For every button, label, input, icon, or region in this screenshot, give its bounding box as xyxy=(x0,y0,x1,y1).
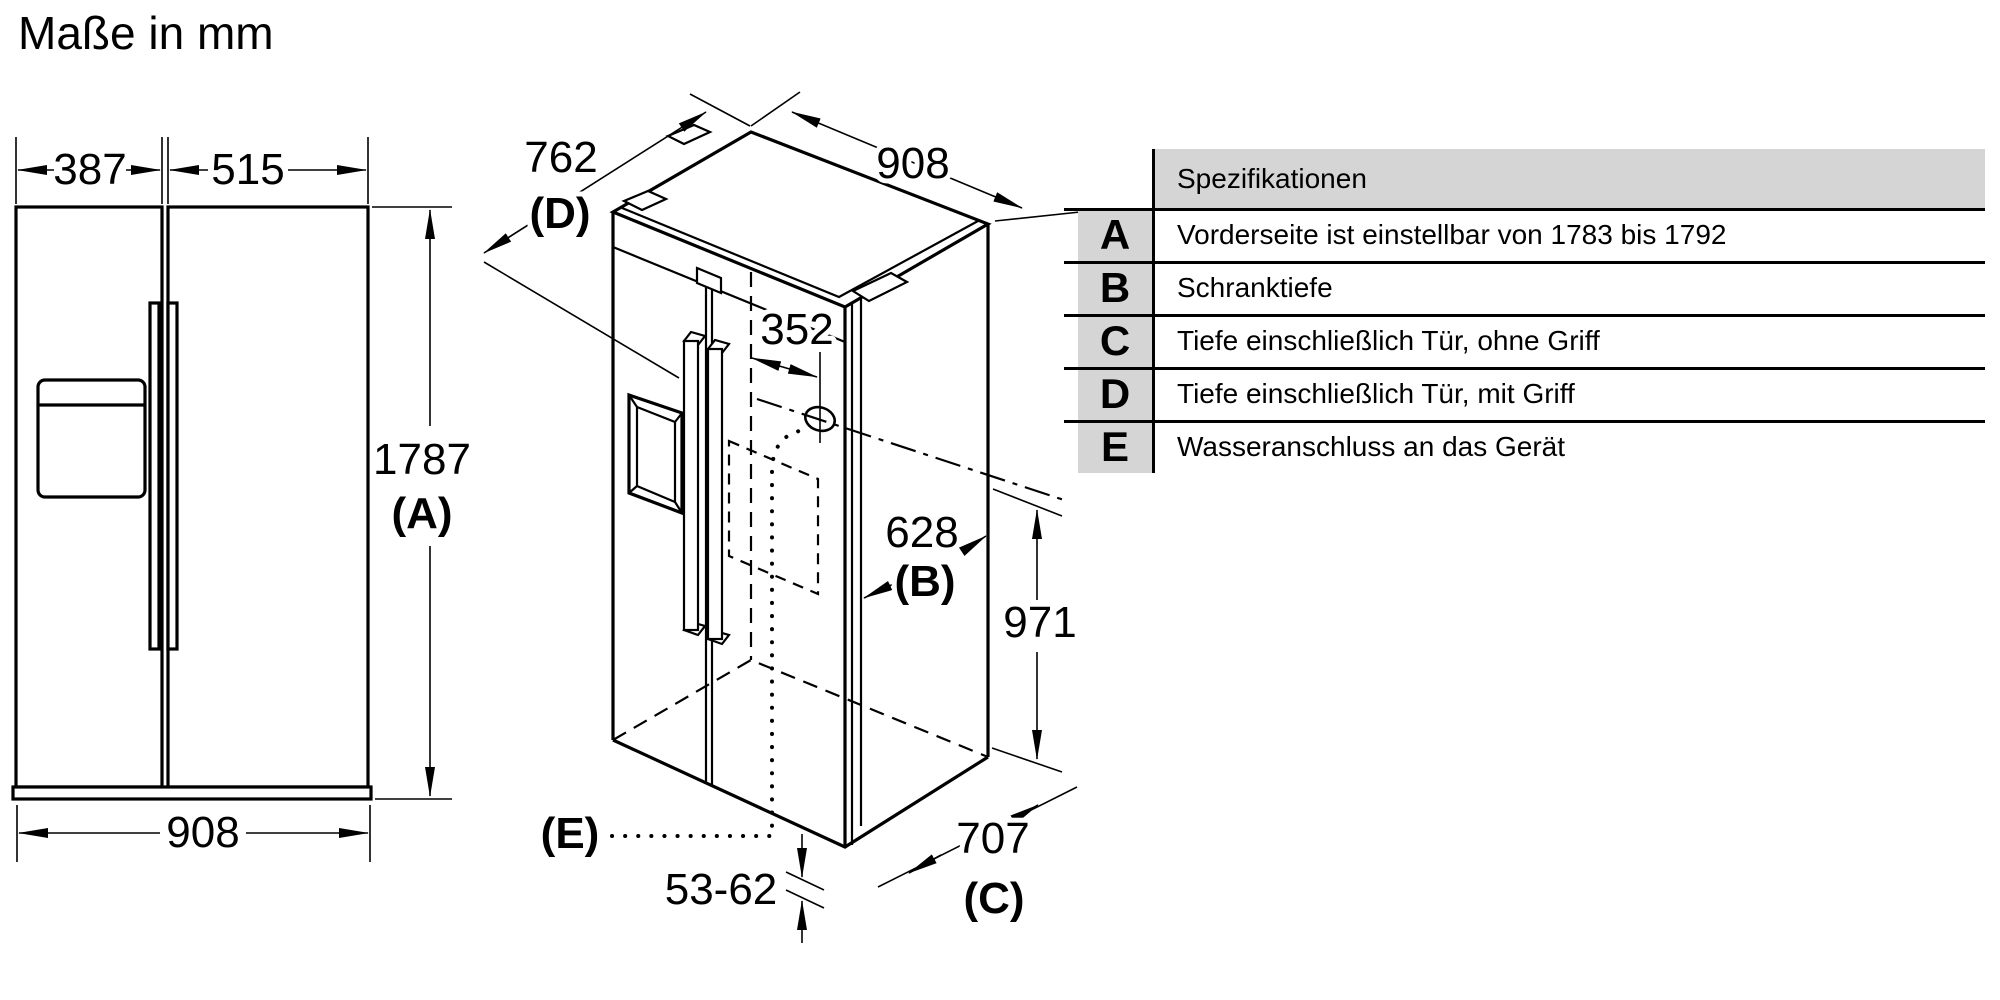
iso-dispenser xyxy=(627,392,684,516)
dim-floor-clearance: 53-62 xyxy=(660,834,825,943)
dim-cabinet-depth: 628 (B) xyxy=(863,503,987,611)
dim-707-label: 707 xyxy=(956,814,1029,863)
table-rule xyxy=(1064,420,1985,423)
water-route-dotted xyxy=(610,426,809,838)
page-title: Maße in mm xyxy=(18,7,274,59)
row-letter: E xyxy=(1078,420,1152,473)
dim-ref-a-label: (A) xyxy=(391,489,452,538)
front-dispenser xyxy=(36,378,147,499)
spec-table-header-letter-cell xyxy=(1078,149,1152,208)
spec-table: Spezifikationen A Vorderseite ist einste… xyxy=(1064,149,1985,473)
dim-971-label: 971 xyxy=(1003,598,1076,647)
dim-908-front-label: 908 xyxy=(166,808,239,857)
row-letter: D xyxy=(1078,367,1152,420)
spec-table-header-row: Spezifikationen xyxy=(1078,149,1985,208)
hidden-bottom-edges xyxy=(612,658,989,759)
table-rule xyxy=(1064,208,1985,211)
dim-right-door-width: 515 xyxy=(167,137,369,204)
door-top-edge xyxy=(612,245,846,344)
dim-total-width: 908 xyxy=(16,803,371,862)
hinge-block-right xyxy=(850,271,910,303)
table-row: B Schranktiefe xyxy=(1078,261,1985,314)
hinge-block-back xyxy=(665,123,713,146)
dim-height: 1787 (A) xyxy=(368,206,476,800)
table-rule xyxy=(1064,367,1985,370)
front-left-handle xyxy=(148,301,161,651)
dim-ref-b-label: (B) xyxy=(894,557,955,606)
front-view: 387 515 1787 (A) 908 xyxy=(11,137,476,862)
dim-rear-height: 971 xyxy=(991,488,1082,773)
row-letter: C xyxy=(1078,314,1152,367)
hidden-ice-container xyxy=(727,439,820,596)
dim-387-label: 387 xyxy=(53,145,126,194)
water-axis-line xyxy=(756,397,1068,503)
dim-iso-width: 908 xyxy=(750,91,1081,222)
row-description: Tiefe einschließlich Tür, ohne Griff xyxy=(1152,314,1985,367)
front-base-plinth xyxy=(11,785,373,801)
dim-water-offset: 352 xyxy=(751,300,839,378)
front-right-handle xyxy=(166,301,179,651)
dim-53-62-label: 53-62 xyxy=(665,865,778,914)
row-description: Tiefe einschließlich Tür, mit Griff xyxy=(1152,367,1985,420)
dim-1787-label: 1787 xyxy=(373,435,471,484)
dim-908-iso-label: 908 xyxy=(876,139,949,188)
dim-515-label: 515 xyxy=(211,145,284,194)
table-rule xyxy=(1064,314,1985,317)
dim-ref-d-label: (D) xyxy=(529,189,590,238)
row-description: Wasseranschluss an das Gerät xyxy=(1152,420,1985,473)
dim-ref-c-label: (C) xyxy=(963,874,1024,923)
row-description: Schranktiefe xyxy=(1152,261,1985,314)
dim-depth-with-handle: 762 (D) xyxy=(483,93,751,379)
table-row: E Wasseranschluss an das Gerät xyxy=(1078,420,1985,473)
spec-table-header-title: Spezifikationen xyxy=(1152,149,1985,208)
dim-depth-without-handle: 707 (C) xyxy=(877,786,1078,928)
row-letter: B xyxy=(1078,261,1152,314)
table-rule xyxy=(1064,261,1985,264)
table-row: D Tiefe einschließlich Tür, mit Griff xyxy=(1078,367,1985,420)
dim-left-door-width: 387 xyxy=(15,137,163,204)
row-description: Vorderseite ist einstellbar von 1783 bis… xyxy=(1152,208,1985,261)
dim-628-label: 628 xyxy=(885,508,958,557)
table-row: A Vorderseite ist einstellbar von 1783 b… xyxy=(1078,208,1985,261)
isometric-view: 762 (D) 908 352 628 (B) xyxy=(483,91,1082,943)
water-connection-symbol xyxy=(803,405,837,433)
divider-top-block xyxy=(695,266,723,295)
iso-handles xyxy=(682,330,731,646)
dim-352-label: 352 xyxy=(760,305,833,354)
front-right-door xyxy=(166,205,370,789)
water-ref-e-label: (E) xyxy=(541,809,600,858)
row-letter: A xyxy=(1078,208,1152,261)
table-row: C Tiefe einschließlich Tür, ohne Griff xyxy=(1078,314,1985,367)
cabinet-bottom-edges xyxy=(612,738,989,849)
dim-762-label: 762 xyxy=(524,133,597,182)
